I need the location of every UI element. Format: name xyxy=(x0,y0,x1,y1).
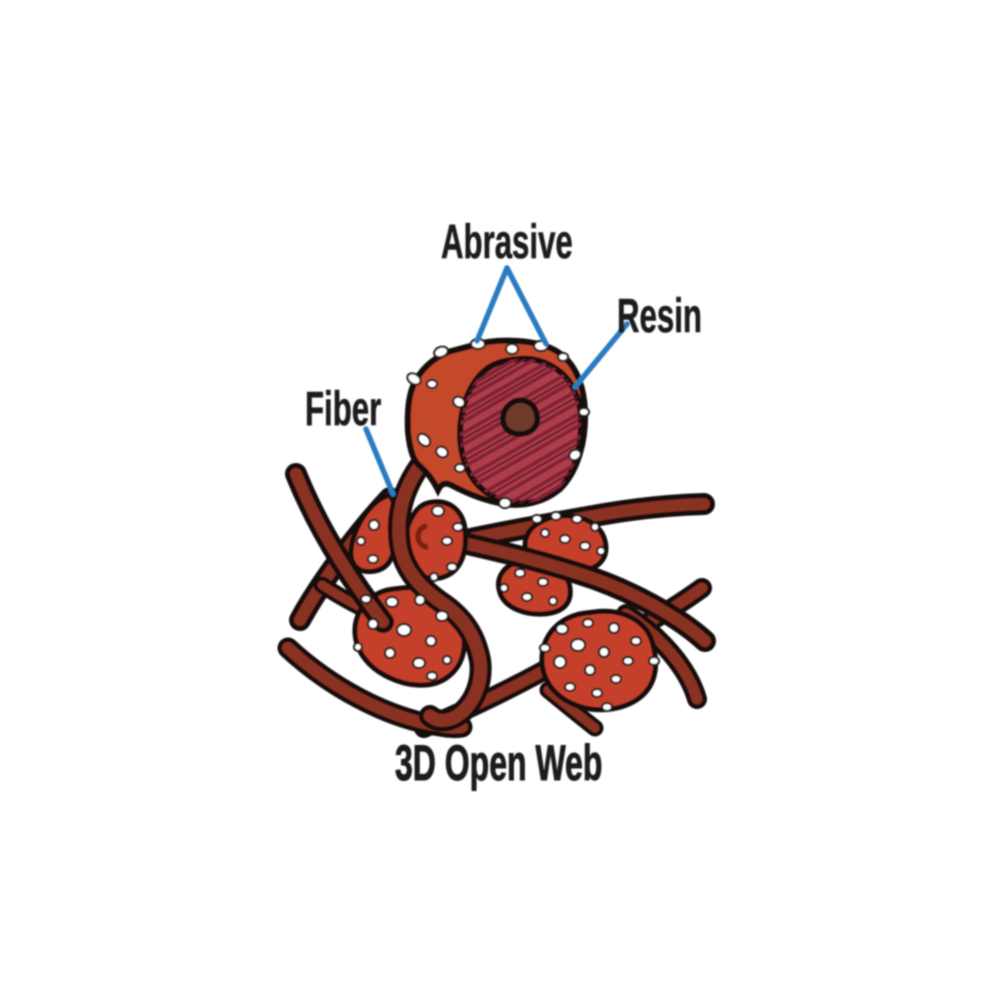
svg-text:Resin: Resin xyxy=(617,288,702,343)
svg-text:3D Open Web: 3D Open Web xyxy=(395,735,602,791)
svg-text:Abrasive: Abrasive xyxy=(441,214,573,269)
svg-text:Fiber: Fiber xyxy=(305,381,381,436)
